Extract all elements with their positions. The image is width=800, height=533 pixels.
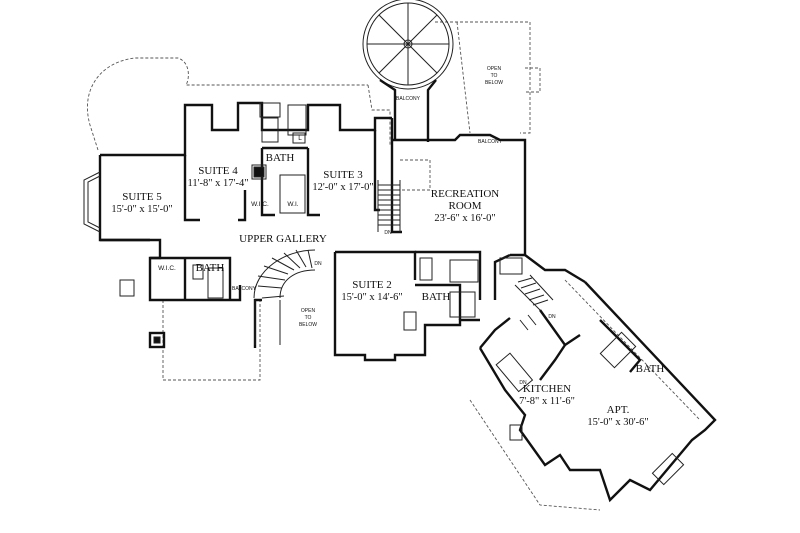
wi-label: W.I.: [287, 201, 298, 208]
suite5-label: SUITE 5: [122, 191, 162, 203]
interior-walls: [100, 130, 642, 381]
balcony-label-3: BALCONY: [232, 286, 257, 292]
suite4-dim: 11'-8" x 17'-4": [188, 178, 249, 189]
wic-label-2: W.I.C.: [251, 201, 269, 208]
suite3-dim: 12'-0" x 17'-0": [312, 182, 373, 193]
exterior-walls: [98, 101, 717, 503]
apt-dim: 15'-0" x 30'-6": [587, 417, 648, 428]
balcony-label-2: BALCONY: [478, 139, 503, 145]
round-tower: [362, 0, 454, 142]
room-labels: SUITE 5 15'-0" x 15'-0" SUITE 4 11'-8" x…: [111, 66, 664, 428]
below-label-1: BELOW: [485, 80, 503, 86]
apt-label: APT.: [607, 404, 630, 416]
suite5-dim: 15'-0" x 15'-0": [111, 204, 172, 215]
bath-label-2: BATH: [196, 262, 225, 274]
kitchen-label: KITCHEN: [523, 383, 571, 395]
open-label-2: OPEN: [301, 308, 316, 314]
wic-label-1: W.I.C.: [158, 265, 176, 272]
bath-label-1: BATH: [266, 152, 295, 164]
upper-gallery-label: UPPER GALLERY: [239, 233, 327, 245]
suite2-label: SUITE 2: [352, 279, 391, 291]
open-label-1: OPEN: [487, 66, 502, 72]
dn-label-2: DN: [314, 261, 322, 267]
dn-label-3: DN: [548, 314, 556, 320]
dn-label-1: DN: [384, 230, 392, 236]
kitchen-dim: 7'-8" x 11'-6": [519, 396, 575, 407]
suite2-dim: 15'-0" x 14'-6": [341, 292, 402, 303]
linen-label: L: [298, 135, 302, 142]
suite4-label: SUITE 4: [198, 165, 238, 177]
fixtures: [83, 102, 685, 486]
recreation-dim: 23'-6" x 16'-0": [434, 213, 495, 224]
stairs: [253, 180, 554, 345]
to-label-1: TO: [491, 73, 498, 79]
bath-label-4: BATH: [636, 363, 665, 375]
to-label-2: TO: [305, 315, 312, 321]
suite3-label: SUITE 3: [323, 169, 363, 181]
balcony-label-1: BALCONY: [396, 96, 421, 102]
dashed-outlines: [86, 21, 701, 511]
recreation-label-2: ROOM: [448, 200, 481, 212]
below-label-2: BELOW: [299, 322, 317, 328]
bath-label-3: BATH: [422, 291, 451, 303]
dn-label-4: DN: [519, 380, 527, 386]
recreation-label-1: RECREATION: [431, 188, 500, 200]
